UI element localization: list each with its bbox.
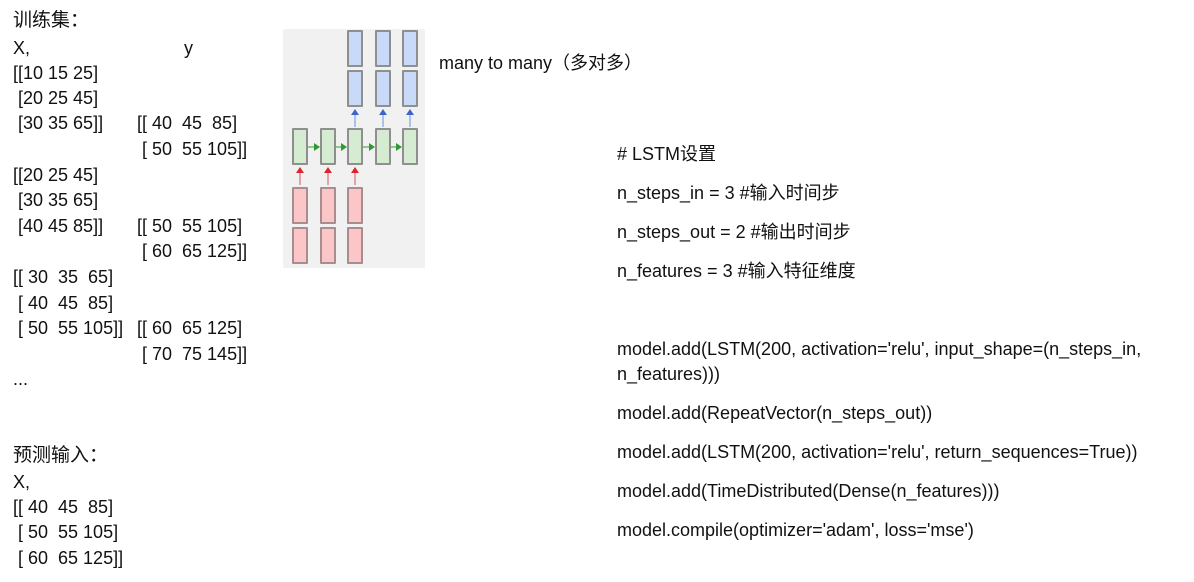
recurrent-arrow-icon bbox=[363, 143, 375, 151]
input-arrow-icon bbox=[351, 167, 359, 185]
sample-2-x-row-1: [[20 25 45] bbox=[13, 165, 99, 185]
input-cell-1a bbox=[292, 187, 308, 224]
sample-3-x-row-1: [[ 30 35 65] bbox=[13, 267, 114, 287]
output-cell-3b bbox=[402, 70, 418, 107]
output-cell-3a bbox=[402, 30, 418, 67]
x-column-label: X, bbox=[13, 38, 31, 58]
prediction-x-row-3: [ 60 65 125]] bbox=[13, 548, 124, 568]
recurrent-arrow-icon bbox=[308, 143, 320, 151]
input-cell-2a bbox=[320, 187, 336, 224]
sample-1-y-row-2: [ 50 55 105]] bbox=[137, 139, 248, 159]
input-cell-3a bbox=[347, 187, 363, 224]
sample-1-x-row-1: [[10 15 25] bbox=[13, 63, 99, 83]
code-repeat-vector: model.add(RepeatVector(n_steps_out)) bbox=[617, 403, 933, 423]
output-arrow-icon bbox=[351, 109, 359, 127]
code-time-distributed: model.add(TimeDistributed(Dense(n_featur… bbox=[617, 481, 1000, 501]
many-to-many-rnn-diagram bbox=[283, 29, 425, 268]
input-cell-1b bbox=[292, 227, 308, 264]
sample-2-y-row-2: [ 60 65 125]] bbox=[137, 241, 248, 261]
training-set-heading: 训练集： bbox=[13, 10, 90, 31]
training-set-ellipsis: ... bbox=[13, 369, 29, 389]
prediction-x-row-2: [ 50 55 105] bbox=[13, 522, 119, 542]
diagram-caption: many to many（多对多） bbox=[439, 53, 643, 73]
code-lstm-encoder-cont: n_features))) bbox=[617, 364, 721, 384]
code-n-steps-out: n_steps_out = 2 #输出时间步 bbox=[617, 222, 851, 242]
sample-1-x-row-2: [20 25 45] bbox=[13, 88, 99, 108]
code-compile: model.compile(optimizer='adam', loss='ms… bbox=[617, 520, 974, 540]
input-arrow-icon bbox=[296, 167, 304, 185]
sample-3-x-row-2: [ 40 45 85] bbox=[13, 293, 114, 313]
hidden-cell-1 bbox=[292, 128, 308, 165]
output-cell-2b bbox=[375, 70, 391, 107]
sample-2-x-row-3: [40 45 85]] bbox=[13, 216, 104, 236]
output-arrow-icon bbox=[379, 109, 387, 127]
sample-3-y-row-1: [[ 60 65 125] bbox=[137, 318, 243, 338]
sample-2-y-row-1: [[ 50 55 105] bbox=[137, 216, 243, 236]
code-n-steps-in: n_steps_in = 3 #输入时间步 bbox=[617, 183, 840, 203]
recurrent-arrow-icon bbox=[336, 143, 347, 151]
prediction-x-label: X, bbox=[13, 472, 31, 492]
prediction-x-row-1: [[ 40 45 85] bbox=[13, 497, 114, 517]
output-cell-1b bbox=[347, 70, 363, 107]
hidden-cell-3 bbox=[347, 128, 363, 165]
code-n-features: n_features = 3 #输入特征维度 bbox=[617, 261, 856, 281]
sample-3-x-row-3: [ 50 55 105]] bbox=[13, 318, 124, 338]
code-lstm-decoder: model.add(LSTM(200, activation='relu', r… bbox=[617, 442, 1138, 462]
input-cell-3b bbox=[347, 227, 363, 264]
output-arrow-icon bbox=[406, 109, 414, 127]
sample-2-x-row-2: [30 35 65] bbox=[13, 190, 99, 210]
code-comment-lstm-settings: # LSTM设置 bbox=[617, 144, 717, 164]
output-cell-1a bbox=[347, 30, 363, 67]
input-cell-2b bbox=[320, 227, 336, 264]
y-column-label: y bbox=[184, 38, 193, 58]
hidden-cell-2 bbox=[320, 128, 336, 165]
input-arrow-icon bbox=[324, 167, 332, 185]
sample-1-y-row-1: [[ 40 45 85] bbox=[137, 113, 238, 133]
hidden-cell-5 bbox=[402, 128, 418, 165]
output-cell-2a bbox=[375, 30, 391, 67]
recurrent-arrow-icon bbox=[391, 143, 402, 151]
code-lstm-encoder: model.add(LSTM(200, activation='relu', i… bbox=[617, 339, 1142, 359]
sample-3-y-row-2: [ 70 75 145]] bbox=[137, 344, 248, 364]
hidden-cell-4 bbox=[375, 128, 391, 165]
prediction-input-heading: 预测输入： bbox=[13, 445, 109, 466]
sample-1-x-row-3: [30 35 65]] bbox=[13, 113, 104, 133]
